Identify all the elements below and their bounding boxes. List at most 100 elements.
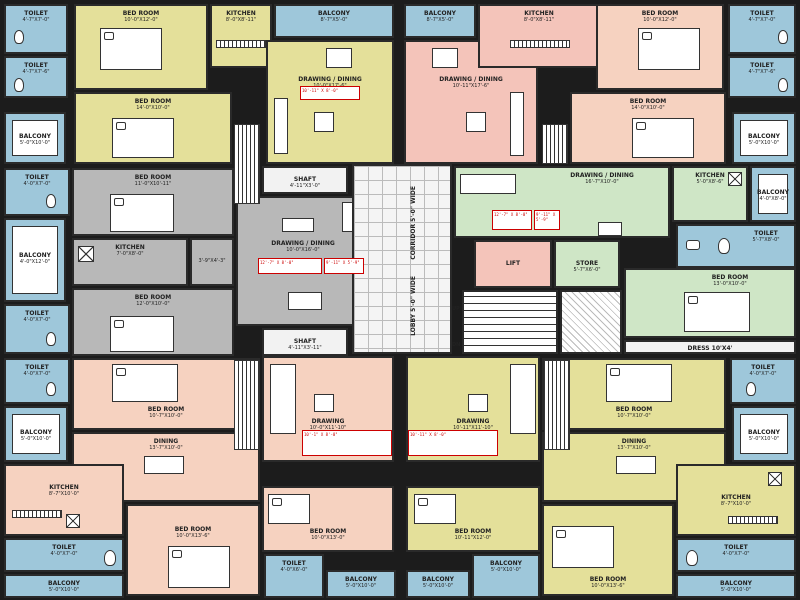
staircase-right [544, 360, 570, 450]
dining-table-icon [288, 292, 322, 310]
counter-icon [12, 510, 62, 518]
center-table-icon [314, 112, 334, 132]
lift: LIFT [474, 240, 552, 288]
room-name: BED ROOM [589, 576, 627, 583]
room-name: BED ROOM [309, 528, 347, 535]
room-dim: 10'-0"X11'-10" [309, 425, 347, 431]
room-dim: 10'-0"X13'-0" [311, 535, 345, 541]
room-name: BED ROOM [122, 10, 160, 17]
room-dim: 14'-0"X10'-0" [631, 105, 665, 111]
room-name: TOILET [750, 10, 774, 17]
room-name: DRAWING [311, 418, 345, 425]
room-dim: 8'-7"X10'-0" [48, 491, 80, 497]
room-name: BED ROOM [454, 528, 492, 535]
room-dim: 10'-7"X10'-0" [617, 413, 651, 419]
room-name: BALCONY [20, 428, 52, 436]
room-dim: 5'-0"X10'-0" [48, 587, 80, 593]
room-dim: 5'-0"X10'-0" [20, 435, 52, 442]
lobby-label: LOBBY 5'-0" WIDE [410, 276, 417, 336]
room-name: SHAFT [293, 176, 317, 183]
stair-up-label: UP [452, 306, 460, 312]
wc-icon [46, 382, 56, 396]
room-dim: 10'-11"X17'-6" [452, 83, 490, 89]
room-name: KITCHEN [524, 10, 554, 17]
room-name: DRAWING / DINING [570, 172, 634, 179]
sink-icon [768, 472, 782, 486]
sofa-icon [270, 364, 296, 434]
wc-icon [14, 78, 24, 92]
room-dim: 4'-7"X7'-6" [748, 69, 776, 75]
room-name: TOILET [25, 310, 49, 317]
room-dim: 5'-0"X10'-0" [345, 583, 377, 589]
room-dim: 8'-0"X8'-11" [225, 17, 257, 23]
wc-icon [778, 78, 788, 92]
room-dim: 4'-0"X8'-0" [759, 195, 787, 202]
staircase [462, 290, 558, 354]
room-dim: 12'-0"X10'-0" [136, 301, 170, 307]
room-dim: 5'-7"X8'-0" [752, 237, 780, 243]
bed-icon [638, 28, 700, 70]
room-name: DRAWING [456, 418, 490, 425]
room-dim: 3'-9"X4'-3" [198, 257, 226, 264]
wc-icon [14, 30, 24, 44]
wc-icon [46, 332, 56, 346]
sink-icon [728, 172, 742, 186]
room-dim: 14'-0"X10'-0" [136, 105, 170, 111]
room-dim: 4'-11"X3'-11" [288, 345, 322, 351]
dress-strip-mr: DRESS 10'X4' [624, 340, 796, 354]
room-name: KITCHEN [226, 10, 256, 17]
bed-icon [112, 118, 174, 158]
sofa-icon [510, 364, 536, 434]
dimension-note: 10'-11" X 8'-0" [408, 430, 498, 456]
sink-icon [66, 514, 80, 528]
bed-icon [552, 526, 614, 568]
room-name: BED ROOM [174, 526, 212, 533]
room-name: TOILET [25, 174, 49, 181]
room-dim: 11'-0"X10'-11" [134, 181, 172, 187]
passage-ml: 3'-9"X4'-3" [190, 238, 234, 286]
bed-icon [100, 28, 162, 70]
room-dim: 5'-0"X8'-6" [696, 179, 724, 185]
counter-icon [216, 40, 266, 48]
room-name: BED ROOM [641, 10, 679, 17]
room-dim: 8'-7"X5'-0" [320, 17, 348, 23]
room-name: BALCONY [422, 576, 454, 583]
room-name: KITCHEN [695, 172, 725, 179]
room-name: BED ROOM [134, 98, 172, 105]
room-name: TOILET [52, 544, 76, 551]
bed-icon [632, 118, 694, 158]
center-table-icon [314, 394, 334, 412]
room-dim: 4'-0"X7'-0" [23, 317, 51, 323]
sink-icon [78, 246, 94, 262]
room-dim: 10'-0"X12'-0" [124, 17, 158, 23]
dining-table-icon [616, 456, 656, 474]
room-dim: 4'-0"X7'-0" [23, 181, 51, 187]
bed-icon [414, 494, 456, 524]
room-name: BED ROOM [629, 98, 667, 105]
bed-icon [684, 292, 750, 332]
room-name: TOILET [282, 560, 306, 567]
room-dim: 4'-0"X6'-0" [280, 567, 308, 573]
room-dim: 10'-7"X10'-0" [149, 413, 183, 419]
room-name: TOILET [751, 364, 775, 371]
room-dim: 10'-0"X13'-6" [591, 583, 625, 589]
room-name: TOILET [25, 364, 49, 371]
